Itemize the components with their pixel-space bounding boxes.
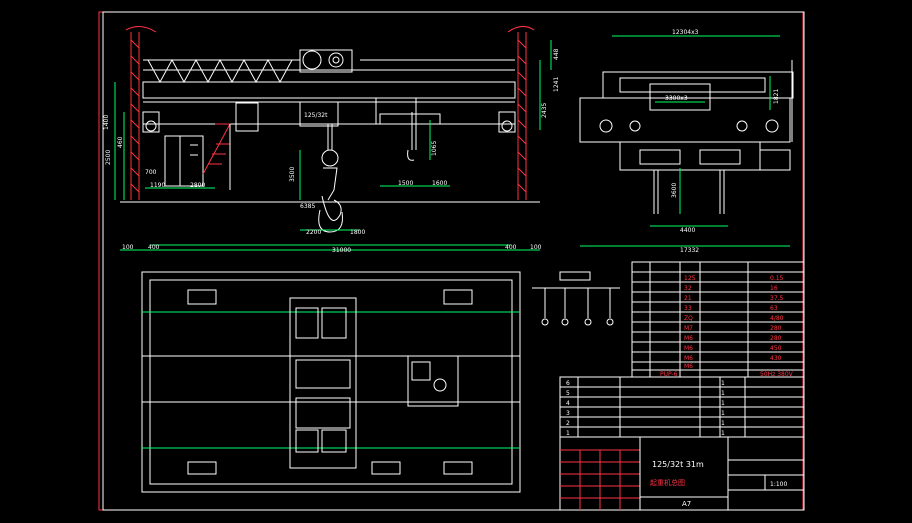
side-hook-right: [719, 170, 725, 214]
dim-400-left: 400: [148, 244, 160, 251]
dim-460: 460: [117, 136, 124, 148]
dim-2200: 2200: [306, 229, 321, 236]
param-value-6: M7: [684, 325, 693, 332]
side-dim-height: 3600: [671, 183, 678, 198]
dim-3500: 3500: [289, 167, 296, 182]
side-dim-base: 4400: [680, 227, 695, 234]
parameter-table: [631, 261, 805, 378]
bill-of-materials: [559, 376, 805, 438]
param-value-3: 21: [684, 295, 692, 302]
param-value-9: M6: [684, 355, 693, 362]
access-ladder: [202, 123, 231, 175]
side-dim-right: 1821: [773, 89, 780, 104]
param-value-4: 33: [684, 305, 692, 312]
dim-100-right: 100: [530, 244, 542, 251]
param-value-10: M6: [684, 363, 693, 370]
front-dimensions: [114, 40, 552, 246]
side-hook-left: [653, 170, 659, 214]
bom-item-1: 1: [566, 430, 570, 437]
param-right-10: 50Hz 380V: [760, 371, 794, 378]
dim-1500: 1500: [398, 180, 413, 187]
param-value-7: M6: [684, 335, 693, 342]
bom-qty-1: 1: [721, 430, 725, 437]
dim-400-right: 400: [505, 244, 517, 251]
dim-700: 700: [145, 169, 157, 176]
param-value-2: 32: [684, 285, 692, 292]
title-name: 起重机总图: [650, 478, 685, 487]
side-dim-rail: 3300x3: [665, 95, 688, 102]
plan-aux-trolley: [407, 355, 459, 407]
dim-31000: 31000: [332, 247, 351, 254]
dim-2500: 2500: [105, 150, 112, 165]
param-right-8: 450: [770, 345, 782, 352]
dim-2435: 2435: [541, 103, 548, 118]
main-hook-rope: [327, 124, 333, 150]
trolley-winch: [299, 49, 353, 73]
param-value-1: 125: [684, 275, 696, 282]
side-trolley: [649, 83, 711, 111]
dim-1190: 1190: [150, 182, 165, 189]
title-sheet: A7: [682, 500, 691, 508]
walkway-truss: [147, 58, 293, 84]
param-value-5: ZQ: [684, 315, 693, 322]
title-spec: 125/32t 31m: [652, 460, 704, 469]
param-right-6: 280: [770, 325, 782, 332]
param-right-5: 4/80: [770, 315, 784, 322]
electrical-schematic: [532, 271, 620, 326]
param-right-3: 37.5: [770, 295, 784, 302]
inner-frame: [102, 11, 805, 511]
bom-qty-2: 1: [721, 420, 725, 427]
dim-1800: 1800: [350, 229, 365, 236]
main-girder: [142, 81, 516, 99]
capacity-plate: [299, 101, 339, 127]
title-scale: 1:100: [770, 481, 787, 488]
dim-1400: 1400: [103, 115, 110, 130]
dim-6385: 6385: [300, 203, 315, 210]
side-elevation-view: [579, 60, 794, 214]
bom-qty-6: 1: [721, 380, 725, 387]
operator-cab: [164, 135, 204, 187]
side-dim-top: 12304x3: [672, 29, 699, 36]
right-column-hatch: [517, 32, 527, 200]
bom-item-2: 2: [566, 420, 570, 427]
dim-2800: 2800: [190, 182, 205, 189]
aux-hook: [407, 112, 417, 161]
param-value-11: PUP-6: [660, 371, 678, 378]
bom-item-6: 6: [566, 380, 570, 387]
left-column-hatch: [130, 32, 140, 200]
front-elevation-view: [120, 26, 540, 251]
bom-item-4: 4: [566, 400, 570, 407]
title-block: [559, 436, 805, 511]
bom-item-3: 3: [566, 410, 570, 417]
outer-frame: [98, 11, 804, 511]
bom-qty-5: 1: [721, 390, 725, 397]
dim-1065: 1065: [431, 141, 438, 156]
param-right-7: 280: [770, 335, 782, 342]
capacity-plate-text: 125/32t: [304, 112, 328, 119]
bom-qty-4: 1: [721, 400, 725, 407]
param-right-1: 0.15: [770, 275, 784, 282]
dim-1600: 1600: [432, 180, 447, 187]
side-dim-overall: 17332: [680, 247, 699, 254]
plan-view: [141, 271, 521, 493]
bom-qty-3: 1: [721, 410, 725, 417]
dim-448: 448: [553, 48, 560, 60]
bom-item-5: 5: [566, 390, 570, 397]
param-right-2: 16: [770, 285, 778, 292]
dim-100-left: 100: [122, 244, 134, 251]
param-right-4: 63: [770, 305, 778, 312]
param-right-9: 430: [770, 355, 782, 362]
dim-1241: 1241: [553, 77, 560, 92]
plan-trolley: [289, 297, 357, 469]
side-dimensions: [580, 35, 790, 247]
main-hook: [321, 167, 342, 221]
param-value-8: M6: [684, 345, 693, 352]
